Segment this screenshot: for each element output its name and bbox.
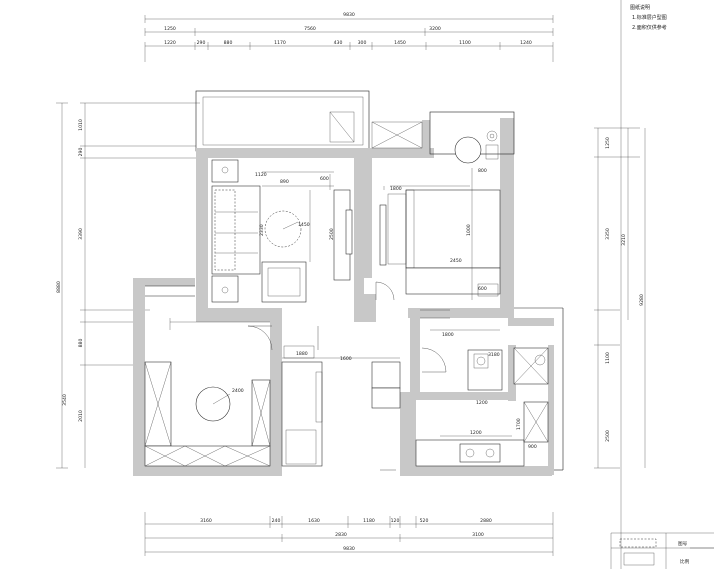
top-detail-dim: 1170	[274, 40, 286, 46]
room-dim: 1700	[516, 418, 522, 430]
bath-unit	[467, 349, 503, 391]
bed	[405, 189, 501, 269]
top-detail-dim: 430	[334, 40, 343, 46]
top-detail-dim: 300	[358, 40, 367, 46]
room-dim: 1800	[442, 332, 454, 338]
bed-foot-cabinet	[144, 445, 271, 467]
right-lower-dim: 1100	[605, 352, 611, 364]
hall-kitchen: 1600 1880 1800 3180 1200 900 1700 120	[281, 309, 549, 471]
right-upper-dim: 1250	[605, 137, 611, 149]
room-dim: 2330	[259, 224, 265, 236]
left-bottom-dim: 3540	[62, 394, 68, 406]
top-mid-dim: 3200	[429, 26, 441, 32]
top-detail-dim: 1100	[459, 40, 471, 46]
room-dim: 1120	[255, 172, 267, 178]
title-block-field	[619, 538, 657, 548]
room-dim: 2450	[450, 258, 462, 264]
top-mid-dim: 1250	[164, 26, 176, 32]
bottom-detail-dim: 1630	[308, 518, 320, 524]
sofa	[211, 185, 261, 275]
lower-bedroom: 2400	[144, 318, 273, 467]
living-room: 1120 890 600 2330 1450 2500	[211, 111, 355, 303]
room-dim: 600	[478, 286, 487, 292]
round-table	[454, 136, 482, 164]
title-block: 图号 比例	[610, 532, 714, 569]
bottom-detail-dim: 3160	[200, 518, 212, 524]
armchair	[211, 275, 239, 303]
bottom-dimension-chains: 3160 240 1630 1180 120 520 2880 2830 310…	[144, 512, 554, 556]
room-dim: 600	[320, 176, 329, 182]
bottom-mid-dim: 2830	[335, 532, 347, 538]
side-table	[261, 261, 307, 303]
top-detail-dim: 290	[197, 40, 206, 46]
room-dim: 2400	[232, 388, 244, 394]
room-dim: 1200	[476, 400, 488, 406]
bottom-total-dim: 9830	[343, 546, 355, 552]
notes-title: 图纸说明	[630, 4, 650, 11]
bottom-detail-dim: 520	[420, 518, 429, 524]
left-bottom-dim: 880	[78, 339, 84, 348]
notes-item: 2.面积仅供参考	[632, 24, 667, 31]
sink-icon	[534, 354, 546, 366]
bottom-detail-dim: 2880	[480, 518, 492, 524]
bench	[371, 387, 401, 409]
top-detail-dim: 1450	[394, 40, 406, 46]
room-dim: 1200	[470, 430, 482, 436]
bottom-detail-dim: 240	[272, 518, 281, 524]
room-dim: 890	[280, 179, 289, 185]
shoe-cabinet	[371, 361, 401, 389]
right-upper-dim: 3350	[605, 228, 611, 240]
top-mid-dim: 7560	[304, 26, 316, 32]
round-rug	[264, 210, 302, 248]
room-dim: 800	[478, 168, 487, 174]
stove-icon	[459, 443, 501, 463]
right-upper-dim: 3210	[621, 234, 627, 246]
bottom-detail-dim: 1180	[363, 518, 375, 524]
left-top-dim: 290	[78, 148, 84, 157]
room-dim: 3180	[488, 352, 500, 358]
washer-icon	[486, 130, 498, 142]
walls	[133, 90, 564, 476]
room-dim: 900	[528, 444, 537, 450]
notes-item: 1.标准层户型图	[632, 14, 667, 21]
tv-icon	[345, 209, 353, 255]
logo-box	[623, 552, 655, 566]
title-label: 图号	[678, 541, 688, 547]
room-dim: 1000	[466, 224, 472, 236]
left-top-dim: 1010	[78, 119, 84, 131]
right-lower-dim: 2500	[605, 430, 611, 442]
left-bottom-dim: 2010	[78, 410, 84, 422]
top-detail-dim: 880	[224, 40, 233, 46]
top-detail-dim: 1220	[164, 40, 176, 46]
top-dimension-chains: 9830 1250 7560 3200 1220 290 880 1170 43…	[144, 12, 554, 62]
top-detail-dim: 1240	[520, 40, 532, 46]
left-dimension-chains: 8880 1010 290 3390 880 3540 2010	[56, 102, 200, 469]
bottom-mid-dim: 3100	[472, 532, 484, 538]
left-top-dim: 3390	[78, 228, 84, 240]
right-total-dim: 9280	[639, 294, 645, 306]
storage-cabinet	[281, 361, 323, 467]
wardrobe	[405, 267, 501, 295]
armchair	[211, 159, 239, 183]
room-dim: 2500	[329, 228, 335, 240]
bottom-detail-dim: 120	[391, 518, 400, 524]
title-label: 比例	[680, 558, 690, 565]
room-dim: 1600	[340, 356, 352, 362]
room-dim: 1880	[296, 351, 308, 357]
bedroom: 1800 800 600 2450 1000	[371, 121, 501, 301]
left-total-dim: 8880	[56, 281, 62, 293]
room-dim: 1450	[298, 222, 310, 228]
drawing-notes: 图纸说明 1.标准层户型图 2.面积仅供参考	[620, 0, 667, 569]
tv-unit	[379, 204, 387, 266]
room-dim: 1800	[390, 186, 402, 192]
top-total-dim: 9830	[343, 12, 355, 18]
right-dimension-chains: 1250 3350 3210 9280 1100 2500	[594, 127, 646, 469]
